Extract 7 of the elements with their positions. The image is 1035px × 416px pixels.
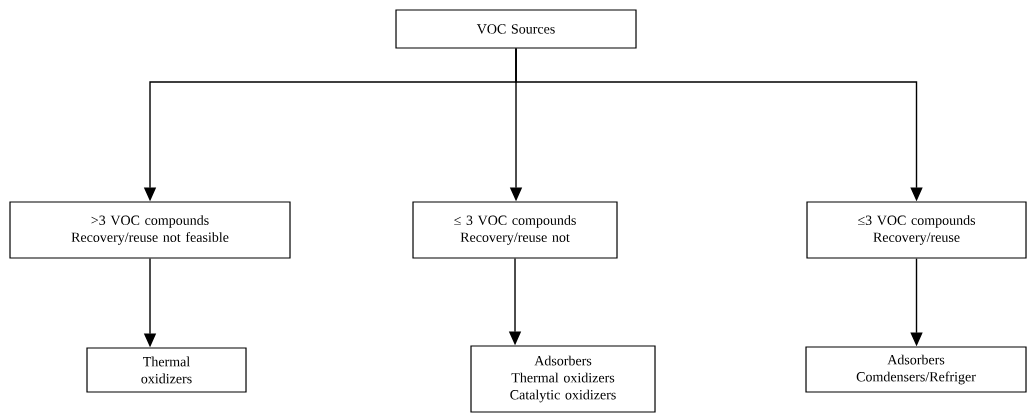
process-box: Adsorbers Thermal oxidizers Catalytic oxidizers bbox=[470, 345, 656, 413]
process-box: ≤ 3 VOC compounds Recovery/reuse not bbox=[412, 201, 618, 259]
process-box: ≤3 VOC compounds Recovery/reuse bbox=[806, 201, 1027, 259]
process-box: Adsorbers Comdensers/Refriger bbox=[805, 346, 1027, 393]
process-box: Thermal oxidizers bbox=[86, 347, 247, 393]
process-box: VOC Sources bbox=[395, 9, 637, 49]
process-box: >3 VOC compounds Recovery/reuse not feasible bbox=[9, 201, 291, 259]
